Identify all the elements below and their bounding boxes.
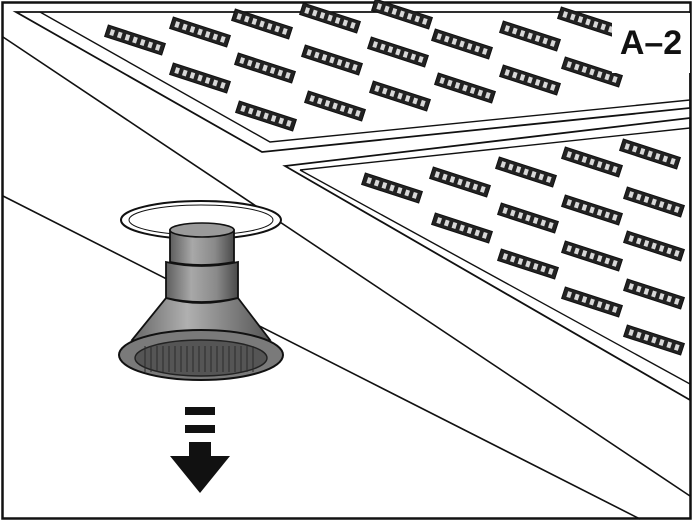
vent-slot (368, 80, 432, 112)
vent-slot (433, 72, 497, 104)
spot-lamp (118, 200, 284, 381)
vent-slot (366, 36, 430, 68)
vent-slot (430, 212, 494, 244)
vent-slot (622, 278, 686, 310)
vent-slots-upper (103, 0, 624, 132)
vent-slot (168, 62, 232, 94)
vent-slot (370, 0, 434, 30)
ceiling-edges (2, 36, 691, 520)
vent-slot (233, 52, 297, 84)
vent-slot (560, 194, 624, 226)
vent-slot (298, 2, 362, 34)
vent-slot (103, 24, 167, 56)
vent-slot (622, 324, 686, 356)
vent-slot (560, 286, 624, 318)
pull-down-arrow-icon (170, 407, 230, 493)
vent-slots-lower (360, 138, 686, 356)
vent-slot (494, 156, 558, 188)
vent-slot (622, 230, 686, 262)
lamp-lens (134, 339, 268, 377)
vent-slot (303, 90, 367, 122)
vent-slot (560, 56, 624, 88)
vent-slot (496, 202, 560, 234)
vent-slot (556, 6, 620, 38)
ceiling-panel-upper (12, 11, 691, 153)
lamp-base (165, 260, 239, 303)
vent-slot (360, 172, 424, 204)
vent-slot (430, 28, 494, 60)
vent-slot (234, 100, 298, 132)
step-label: A–2 (612, 13, 690, 73)
vent-slot (622, 186, 686, 218)
vent-slot (498, 64, 562, 96)
vent-slot (618, 138, 682, 170)
vent-slot (428, 166, 492, 198)
vent-slot (560, 146, 624, 178)
vent-slot (300, 44, 364, 76)
vent-slot (498, 20, 562, 52)
vent-slot (560, 240, 624, 272)
vent-slot (496, 248, 560, 280)
vent-slot (230, 8, 294, 40)
vent-slot (168, 16, 232, 48)
